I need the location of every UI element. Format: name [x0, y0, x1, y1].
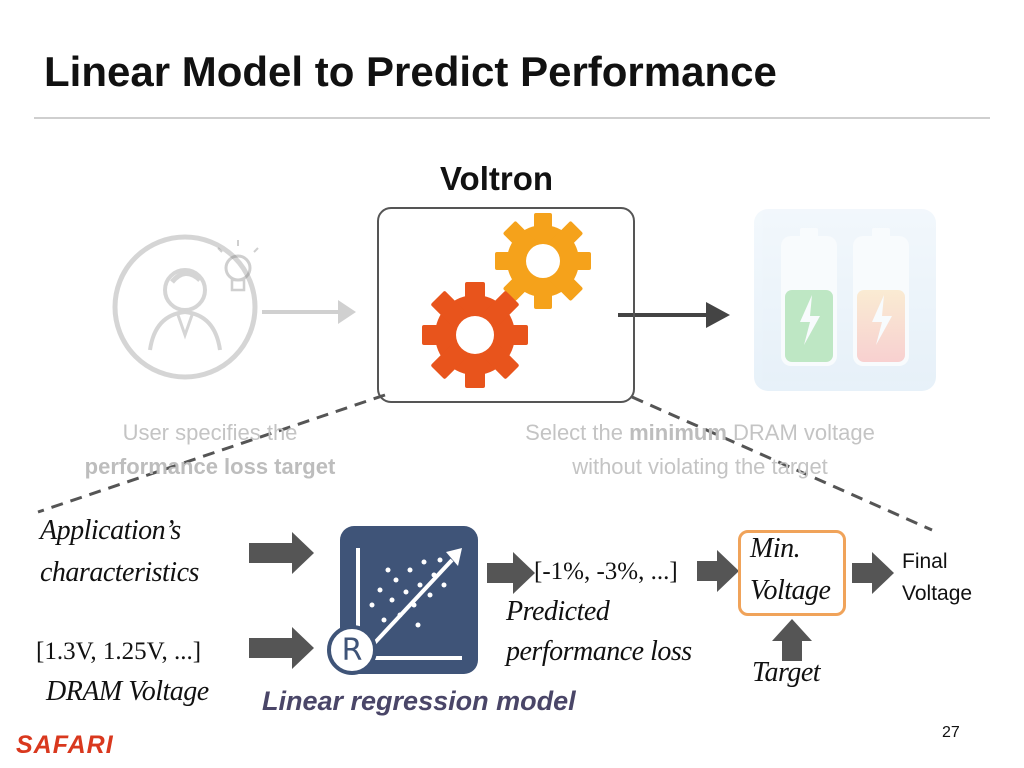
user-caption: User specifies the performance loss targ…	[40, 416, 380, 484]
page-title: Linear Model to Predict Performance	[44, 48, 777, 95]
regression-model-icon	[327, 526, 478, 675]
voltage-values: [1.3V, 1.25V, ...]	[36, 638, 202, 665]
model-label: Linear regression model	[262, 686, 576, 716]
arrow-min-to-final	[852, 552, 894, 594]
predicted-loss-line1: Predicted	[506, 596, 610, 627]
dram-voltage-label: DRAM Voltage	[46, 676, 209, 707]
select-caption: Select the minimum DRAM voltage without …	[468, 416, 932, 484]
arrow-loss-to-min	[697, 550, 739, 592]
loss-values: [-1%, -3%, ...]	[534, 558, 678, 585]
min-voltage-box	[738, 530, 846, 616]
select-caption-line2: without violating the target	[572, 454, 828, 479]
r-icon-letter: R	[341, 633, 363, 668]
target-label: Target	[752, 657, 821, 688]
arrow-target-to-min	[772, 619, 812, 661]
gear-icon-top	[495, 213, 591, 309]
min-voltage-line1: Min.	[750, 533, 801, 564]
predicted-loss-line2: performance loss	[506, 636, 692, 667]
gear-icon-bottom	[422, 282, 528, 388]
final-voltage-line1: Final	[902, 550, 948, 573]
zoom-dashed-lines	[37, 393, 933, 532]
min-voltage-line2: Voltage	[750, 575, 831, 606]
arrow-app-to-model	[249, 532, 314, 574]
safari-logo: SAFARI	[16, 731, 114, 759]
user-caption-line1: User specifies the	[122, 420, 298, 445]
app-characteristics-line2: characteristics	[40, 557, 199, 588]
voltron-label: Voltron	[440, 160, 554, 197]
user-icon	[112, 234, 258, 380]
page-number: 27	[942, 724, 960, 741]
title-divider	[34, 117, 990, 119]
final-voltage-line2: Voltage	[902, 582, 973, 605]
battery-icon	[754, 209, 936, 391]
app-characteristics-line1: Application’s	[40, 515, 181, 546]
arrow-model-to-loss	[487, 552, 535, 594]
user-caption-line2: performance loss target	[84, 454, 336, 479]
arrow-voltage-to-model	[249, 627, 314, 669]
lightbulb-icon	[217, 240, 259, 292]
arrow-user-to-voltron	[262, 300, 356, 324]
voltron-box	[377, 207, 635, 403]
final-voltage-label: Final Voltage	[902, 546, 972, 610]
select-caption-line1: Select the minimum DRAM voltage	[525, 420, 875, 445]
